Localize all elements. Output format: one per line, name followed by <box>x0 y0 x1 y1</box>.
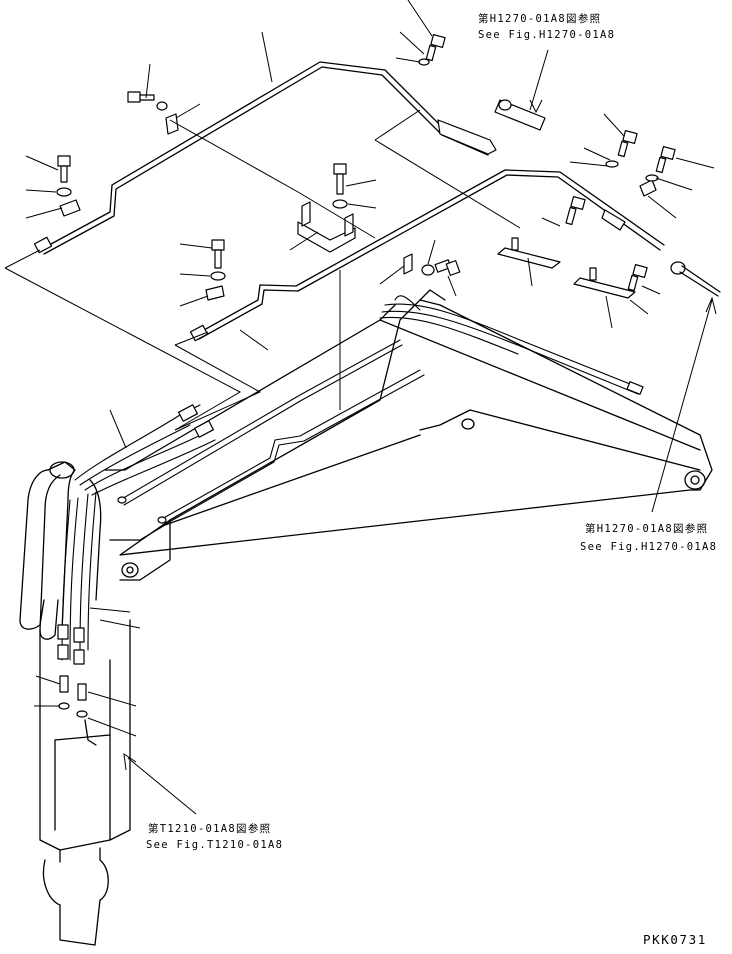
arm-assembly <box>19 461 131 946</box>
leader-lines <box>4 0 717 815</box>
reference-note-right: 第H1270-01A8図参照 See Fig.H1270-01A8 <box>580 522 717 553</box>
reference-en-right: See Fig.H1270-01A8 <box>580 541 717 553</box>
boom <box>104 289 713 581</box>
reference-note-bottom: 第T1210-01A8図参照 See Fig.T1210-01A8 <box>146 822 283 851</box>
reference-jp-top: 第H1270-01A8図参照 <box>478 12 601 25</box>
reference-jp-right: 第H1270-01A8図参照 <box>585 522 708 535</box>
reference-en-top: See Fig.H1270-01A8 <box>478 29 615 41</box>
drawing-code: PKK0731 <box>643 932 707 947</box>
reference-en-bottom: See Fig.T1210-01A8 <box>146 839 283 851</box>
reference-note-top: 第H1270-01A8図参照 See Fig.H1270-01A8 <box>478 12 615 41</box>
brackets <box>59 99 657 301</box>
bolts-and-washers <box>56 34 676 292</box>
reference-jp-bottom: 第T1210-01A8図参照 <box>148 822 271 835</box>
